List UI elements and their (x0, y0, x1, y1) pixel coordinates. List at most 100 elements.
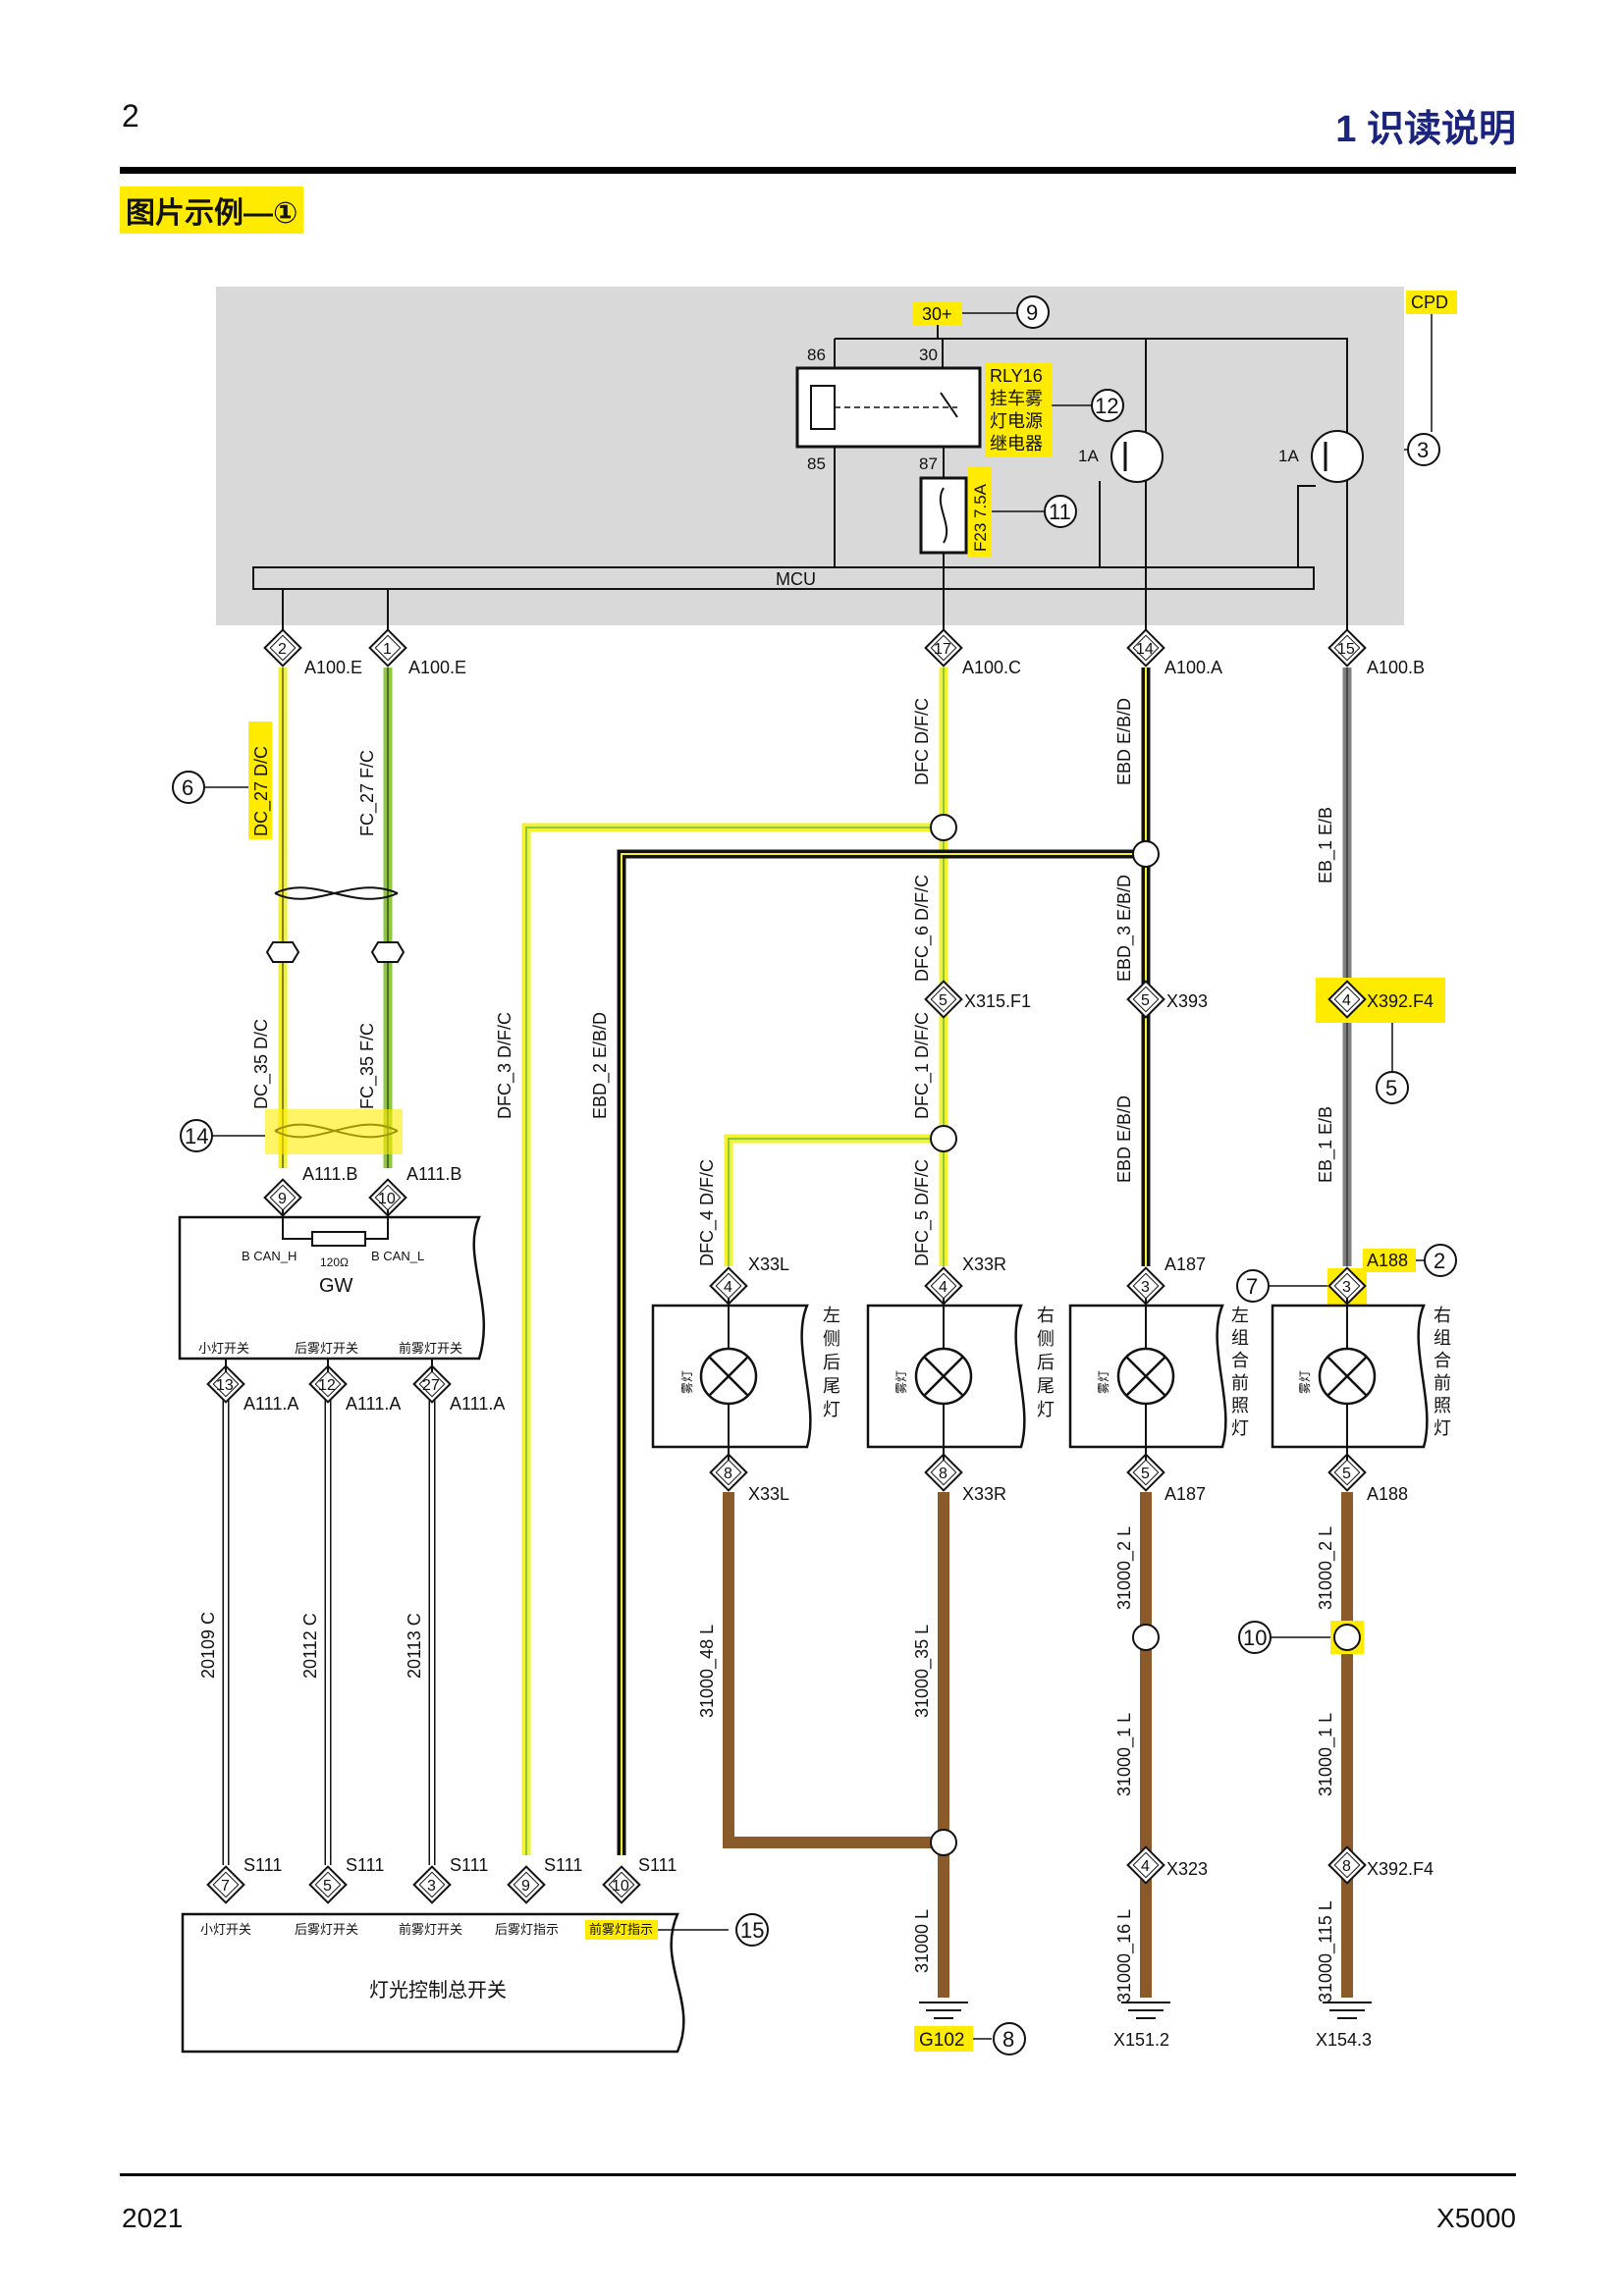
svg-text:后: 后 (823, 1353, 840, 1372)
svg-text:1: 1 (383, 641, 392, 658)
svg-text:B CAN_L: B CAN_L (371, 1249, 424, 1263)
svg-text:2: 2 (278, 641, 287, 658)
svg-text:17: 17 (934, 641, 951, 658)
svg-text:EBD_3 E/B/D: EBD_3 E/B/D (1114, 875, 1135, 982)
svg-text:组: 组 (1434, 1328, 1451, 1348)
gw-module (178, 1215, 486, 1361)
switch-name: 灯光控制总开关 (369, 1979, 507, 2002)
svg-text:DC_27 D/C: DC_27 D/C (251, 746, 272, 836)
svg-text:后: 后 (1037, 1353, 1055, 1372)
wire-ground-left (723, 1492, 944, 1848)
svg-text:X33R: X33R (962, 1255, 1006, 1274)
svg-text:8: 8 (1002, 2027, 1014, 2052)
svg-text:5: 5 (1342, 1466, 1351, 1482)
svg-text:EBD E/B/D: EBD E/B/D (1114, 1095, 1134, 1183)
svg-text:S111: S111 (244, 1855, 282, 1875)
svg-text:13: 13 (216, 1377, 234, 1394)
svg-text:31000 L: 31000 L (912, 1909, 932, 1973)
footer-model: X5000 (1436, 2203, 1516, 2233)
svg-text:3: 3 (427, 1878, 436, 1895)
svg-text:A100.A: A100.A (1164, 658, 1222, 677)
svg-text:侧: 侧 (823, 1329, 840, 1349)
svg-text:A100.C: A100.C (962, 658, 1021, 677)
svg-text:EBD_2 E/B/D: EBD_2 E/B/D (590, 1012, 611, 1119)
svg-text:5: 5 (1385, 1076, 1397, 1100)
svg-text:A187: A187 (1164, 1484, 1206, 1504)
svg-text:30: 30 (919, 346, 938, 364)
svg-text:DC_35 D/C: DC_35 D/C (251, 1019, 272, 1109)
svg-text:A188: A188 (1367, 1484, 1408, 1504)
svg-text:A111.A: A111.A (346, 1394, 401, 1414)
svg-text:20113 C: 20113 C (405, 1613, 424, 1679)
svg-text:继电器: 继电器 (990, 434, 1043, 454)
svg-text:右: 右 (1434, 1306, 1451, 1325)
svg-text:A100.E: A100.E (304, 658, 362, 677)
svg-text:左: 左 (1231, 1306, 1249, 1325)
svg-text:12: 12 (318, 1377, 336, 1394)
svg-text:27: 27 (422, 1377, 440, 1394)
svg-text:右: 右 (1037, 1306, 1055, 1325)
footer-year: 2021 (122, 2203, 184, 2233)
svg-text:10: 10 (378, 1191, 396, 1207)
svg-text:后雾灯开关: 后雾灯开关 (295, 1922, 358, 1937)
svg-text:左: 左 (823, 1306, 840, 1325)
svg-text:4: 4 (939, 1279, 947, 1296)
svg-text:A187: A187 (1164, 1255, 1206, 1274)
svg-text:灯: 灯 (1434, 1418, 1451, 1438)
svg-text:9: 9 (1026, 300, 1038, 325)
svg-text:灯: 灯 (1231, 1418, 1249, 1438)
svg-text:EBD E/B/D: EBD E/B/D (1114, 698, 1134, 785)
svg-text:3: 3 (1342, 1279, 1351, 1296)
svg-text:12: 12 (1095, 394, 1118, 418)
svg-text:照: 照 (1434, 1396, 1451, 1415)
mosfet-1 (1110, 430, 1164, 483)
relay-id: RLY16 (990, 366, 1043, 386)
svg-text:组: 组 (1231, 1328, 1249, 1348)
svg-text:DFC_5 D/F/C: DFC_5 D/F/C (912, 1159, 933, 1266)
svg-text:31000_2 L: 31000_2 L (1316, 1526, 1336, 1610)
svg-text:X393: X393 (1166, 991, 1208, 1011)
svg-text:X392.F4: X392.F4 (1367, 1859, 1434, 1879)
section-label: 图片示例—① (120, 187, 304, 234)
svg-text:A100.B: A100.B (1367, 658, 1425, 677)
svg-text:雾灯: 雾灯 (1097, 1370, 1110, 1394)
svg-text:A111.A: A111.A (450, 1394, 505, 1414)
svg-text:FC_35 F/C: FC_35 F/C (357, 1023, 378, 1109)
supply-30-label: 30+ (922, 304, 952, 324)
svg-text:86: 86 (807, 346, 826, 364)
svg-text:A111.A: A111.A (244, 1394, 298, 1414)
svg-text:合: 合 (1434, 1351, 1451, 1370)
svg-text:尾: 尾 (1037, 1376, 1055, 1396)
svg-text:10: 10 (612, 1878, 629, 1895)
svg-text:31000_1 L: 31000_1 L (1114, 1713, 1135, 1796)
svg-text:20109 C: 20109 C (198, 1612, 218, 1679)
svg-text:X33L: X33L (748, 1255, 789, 1274)
svg-text:31000_1 L: 31000_1 L (1316, 1713, 1336, 1796)
svg-text:4: 4 (1342, 992, 1351, 1009)
svg-text:5: 5 (323, 1878, 332, 1895)
svg-text:A188: A188 (1367, 1251, 1408, 1270)
svg-text:前: 前 (1434, 1373, 1451, 1393)
svg-text:雾灯: 雾灯 (680, 1370, 694, 1394)
svg-text:7: 7 (1246, 1274, 1258, 1299)
svg-text:8: 8 (939, 1466, 947, 1482)
svg-text:5: 5 (1141, 1466, 1150, 1482)
svg-text:120Ω: 120Ω (320, 1255, 349, 1269)
footer-rule (120, 2173, 1516, 2176)
svg-text:8: 8 (724, 1466, 732, 1482)
svg-text:15: 15 (740, 1918, 764, 1943)
svg-text:31000_16 L: 31000_16 L (1114, 1909, 1135, 2002)
mcu-label: MCU (776, 569, 816, 589)
ground-x154: X154.3 (1316, 2030, 1372, 2050)
chapter-title: 1 识读说明 (1335, 109, 1516, 150)
svg-text:前: 前 (1231, 1373, 1249, 1393)
svg-text:9: 9 (278, 1191, 287, 1207)
svg-text:6: 6 (182, 775, 193, 800)
svg-text:前雾灯开关: 前雾灯开关 (399, 1341, 462, 1356)
svg-text:小灯开关: 小灯开关 (198, 1341, 249, 1356)
svg-text:FC_27 F/C: FC_27 F/C (357, 750, 378, 836)
svg-text:4: 4 (724, 1279, 732, 1296)
svg-text:灯: 灯 (1037, 1400, 1055, 1419)
svg-text:雾灯: 雾灯 (1298, 1370, 1312, 1394)
svg-text:A100.E: A100.E (408, 658, 466, 677)
